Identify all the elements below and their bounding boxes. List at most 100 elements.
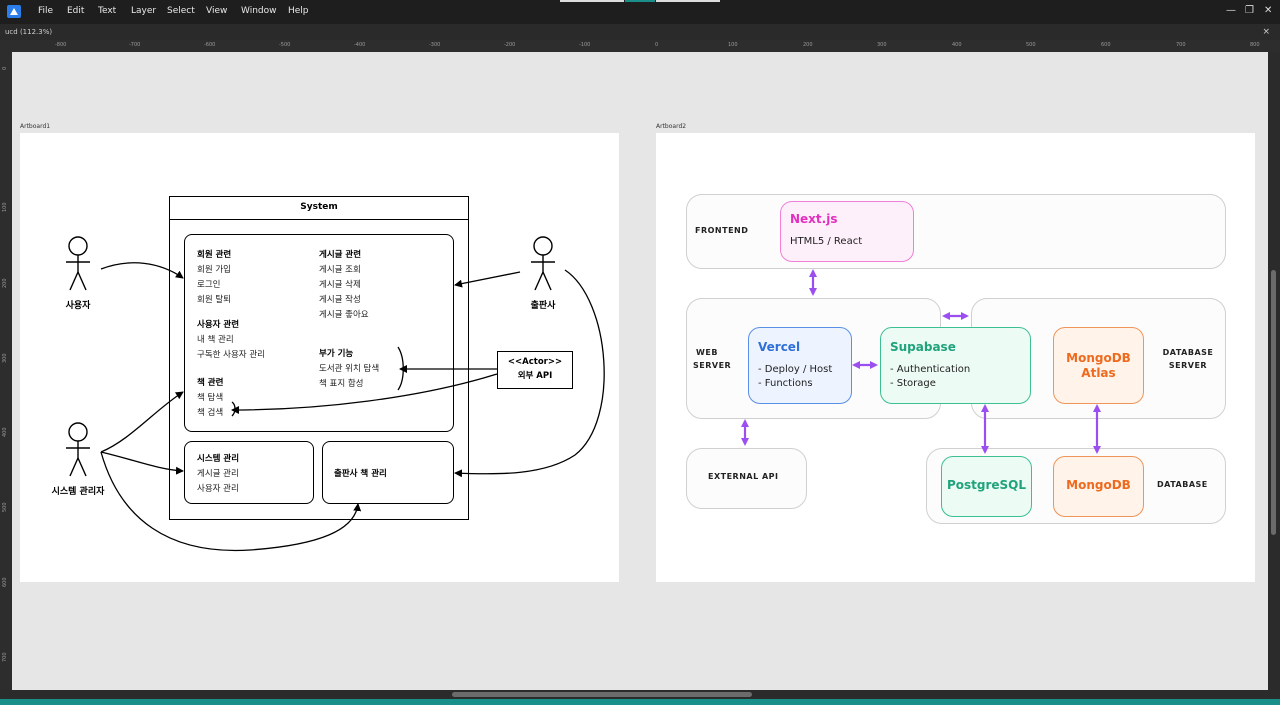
connector-api-to-book-search bbox=[231, 373, 498, 414]
usecase-item: 게시글 좋아요 bbox=[319, 310, 369, 320]
nextjs-desc: HTML5 / React bbox=[790, 236, 863, 247]
tab-close-icon[interactable]: × bbox=[1262, 27, 1270, 37]
nextjs-title: Next.js bbox=[790, 212, 838, 226]
mongodb-box: MongoDB bbox=[1053, 456, 1144, 517]
publisher-usecase-group bbox=[322, 441, 454, 504]
layer-label-line: DATABASE bbox=[1162, 348, 1214, 357]
document-tab[interactable]: ucd (112.3%) bbox=[5, 28, 53, 36]
postgresql-title: PostgreSQL bbox=[946, 478, 1027, 492]
usecase-item: 책 표지 합성 bbox=[319, 379, 364, 389]
stick-figure-publisher-icon bbox=[531, 236, 555, 291]
ruler-tick: -100 bbox=[579, 42, 591, 48]
extra-features-bracket bbox=[397, 346, 404, 391]
extra-group-title: 부가 기능 bbox=[319, 349, 354, 359]
title-strip bbox=[656, 0, 720, 2]
menu-edit[interactable]: Edit bbox=[67, 6, 85, 16]
menu-file[interactable]: File bbox=[38, 6, 54, 16]
ruler-tick: 600 bbox=[1101, 42, 1111, 48]
artboard1-label[interactable]: Artboard1 bbox=[20, 123, 51, 130]
post-group-title: 게시글 관련 bbox=[319, 250, 362, 260]
mongodb-atlas-title: MongoDB Atlas bbox=[1054, 351, 1143, 381]
ruler-tick: -200 bbox=[504, 42, 516, 48]
usecase-item: 게시글 관리 bbox=[197, 469, 239, 479]
system-title: System bbox=[300, 202, 338, 212]
usecase-item: 게시글 조회 bbox=[319, 265, 361, 275]
ruler-tick: 700 bbox=[1176, 42, 1186, 48]
external-api-layer-label: EXTERNAL API bbox=[708, 472, 779, 481]
ruler-tick: 300 bbox=[877, 42, 887, 48]
menu-view[interactable]: View bbox=[206, 6, 228, 16]
connector-publisher-to-system bbox=[454, 271, 521, 288]
usecase-item: 회원 가입 bbox=[197, 265, 231, 275]
menu-layer[interactable]: Layer bbox=[131, 6, 157, 16]
vercel-desc: - Functions bbox=[758, 378, 813, 389]
main-usecase-group bbox=[184, 234, 454, 432]
ruler-tick: -400 bbox=[354, 42, 366, 48]
supabase-desc: - Storage bbox=[890, 378, 936, 389]
actor-admin-label: 시스템 관리자 bbox=[51, 487, 105, 497]
stick-figure-admin-icon bbox=[66, 422, 90, 477]
member-group-title: 회원 관련 bbox=[197, 250, 232, 260]
frontend-layer bbox=[686, 194, 1226, 269]
sysadmin-usecase-group bbox=[184, 441, 314, 504]
menu-bar: File Edit Text Layer Select View Window … bbox=[0, 0, 1280, 24]
vercel-box: Vercel - Deploy / Host - Functions bbox=[748, 327, 852, 404]
layer-label-line: SERVER bbox=[1168, 361, 1208, 370]
ruler-tick: -300 bbox=[429, 42, 441, 48]
artboard2-label[interactable]: Artboard2 bbox=[656, 123, 687, 130]
external-api-layer bbox=[686, 448, 807, 509]
restore-icon[interactable]: ❐ bbox=[1245, 5, 1254, 16]
book-group-title: 책 관련 bbox=[197, 378, 224, 388]
postgresql-box: PostgreSQL bbox=[941, 456, 1032, 517]
ruler-tick: 800 bbox=[1250, 42, 1260, 48]
connector-admin-to-publisher-books bbox=[100, 451, 362, 552]
title-strip bbox=[560, 0, 624, 2]
usecase-item: 책 탐색 bbox=[197, 393, 224, 403]
ruler-tick: -700 bbox=[129, 42, 141, 48]
horizontal-scrollbar[interactable] bbox=[0, 690, 1280, 699]
menu-select[interactable]: Select bbox=[167, 6, 195, 16]
status-bar bbox=[0, 699, 1280, 705]
stereotype-label: <<Actor>> bbox=[507, 357, 563, 367]
ruler-tick: 200 bbox=[803, 42, 813, 48]
menu-help[interactable]: Help bbox=[288, 6, 309, 16]
actor-publisher-label: 출판사 bbox=[530, 301, 556, 311]
document-tab-bar: ucd (112.3%) × bbox=[0, 24, 1280, 40]
layer-label-line: WEB bbox=[696, 348, 718, 357]
connector-admin-to-books bbox=[100, 391, 184, 453]
usecase-item: 게시글 작성 bbox=[319, 295, 361, 305]
connector-publisher-to-publisher-books bbox=[454, 269, 605, 478]
usecase-item: 구독한 사용자 관리 bbox=[197, 350, 265, 360]
connector-user-to-system bbox=[100, 262, 184, 279]
connector-admin-to-sysadmin bbox=[100, 451, 184, 475]
frontend-layer-label: FRONTEND bbox=[695, 226, 749, 235]
supabase-desc: - Authentication bbox=[890, 364, 971, 375]
mongodb-title: MongoDB bbox=[1066, 478, 1131, 492]
vertical-scroll-thumb[interactable] bbox=[1271, 270, 1276, 535]
layer-label-line: SERVER bbox=[693, 361, 732, 370]
close-icon[interactable]: ✕ bbox=[1264, 5, 1273, 16]
stick-figure-user-icon bbox=[66, 236, 90, 291]
vercel-desc: - Deploy / Host bbox=[758, 364, 833, 375]
sysadmin-group-title: 시스템 관리 bbox=[197, 454, 240, 464]
app-logo-icon bbox=[7, 5, 21, 18]
user-group-title: 사용자 관련 bbox=[197, 320, 240, 330]
system-divider bbox=[170, 219, 468, 220]
database-server-layer-label: DATABASE SERVER bbox=[1158, 346, 1218, 372]
usecase-item: 도서관 위치 탐색 bbox=[319, 364, 380, 374]
usecase-item: 로그인 bbox=[197, 280, 221, 290]
ruler-tick: -800 bbox=[55, 42, 67, 48]
mongodb-atlas-title-line: MongoDB bbox=[1066, 351, 1131, 365]
web-server-layer-label: WEB SERVER bbox=[693, 346, 732, 372]
horizontal-scroll-thumb[interactable] bbox=[452, 692, 752, 697]
mongodb-atlas-box: MongoDB Atlas bbox=[1053, 327, 1144, 404]
vertical-ruler: 0 100 200 300 400 500 600 700 bbox=[0, 52, 12, 690]
book-search-bracket bbox=[231, 401, 236, 417]
minimize-icon[interactable]: — bbox=[1226, 5, 1236, 16]
ruler-tick: 400 bbox=[952, 42, 962, 48]
menu-text[interactable]: Text bbox=[98, 6, 117, 16]
usecase-item: 내 책 관리 bbox=[197, 335, 234, 345]
vertical-scrollbar[interactable] bbox=[1268, 52, 1280, 690]
menu-window[interactable]: Window bbox=[241, 6, 277, 16]
